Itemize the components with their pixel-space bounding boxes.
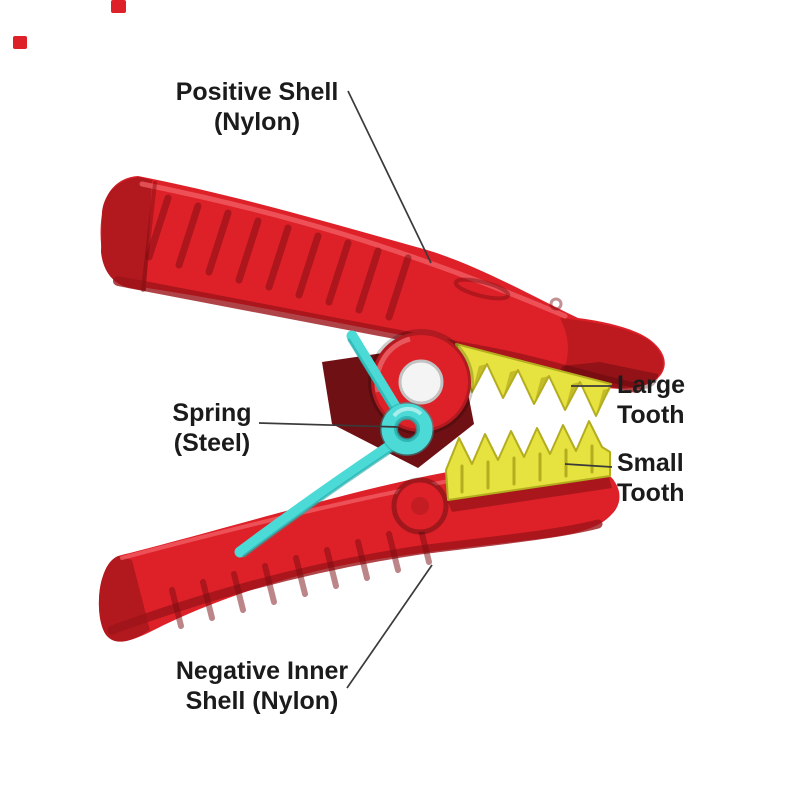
label-small-tooth-line2: Tooth (617, 479, 685, 507)
lower-jaw-boss-ring (391, 477, 449, 535)
negative-inner-shell (98, 461, 620, 642)
lower-jaw-boss-center (411, 497, 429, 515)
label-positive-shell: Positive Shell (Nylon) (115, 77, 399, 137)
leader-positive-shell (347, 90, 432, 264)
spring-coil (381, 403, 433, 455)
leader-small-tooth (564, 463, 613, 468)
leader-negative-shell (346, 564, 433, 689)
jaw-nose-underside (560, 362, 659, 390)
positive-shell (100, 176, 665, 393)
corner-mark-2 (13, 36, 27, 49)
large-tooth-facet (472, 364, 487, 392)
label-spring-line2: (Steel) (173, 429, 251, 457)
small-teeth (445, 420, 611, 501)
large-teeth (455, 343, 612, 417)
lower-jaw-plate-shadow (446, 474, 612, 512)
large-tooth-facet (596, 388, 611, 416)
positive-shell-collar-line (141, 181, 157, 292)
spring-coil-highlight (392, 406, 423, 418)
leader-lines (258, 90, 613, 689)
spring-lower-leg-shade (242, 447, 397, 558)
label-large-tooth-line2: Tooth (617, 401, 685, 429)
label-negative-shell-line1: Negative Inner (175, 657, 349, 685)
large-tooth-facet (534, 376, 549, 404)
label-small-tooth: Small Tooth (617, 448, 777, 508)
lower-jaw-boss (394, 480, 446, 532)
label-negative-shell-line2: Shell (Nylon) (185, 687, 339, 715)
spring-upper-leg (346, 330, 405, 419)
large-tooth-facet (565, 382, 580, 410)
pivot-hole (398, 359, 444, 405)
jaw-dot-mark (549, 297, 563, 311)
label-negative-shell: Negative Inner Shell (Nylon) (120, 656, 404, 716)
label-spring: Spring (Steel) (92, 398, 332, 458)
spring-lower-leg (234, 438, 399, 558)
spring-coil-rim (380, 402, 434, 456)
small-teeth-grooves (460, 444, 594, 494)
label-positive-shell-line2: (Nylon) (213, 108, 301, 136)
label-large-tooth: Large Tooth (617, 370, 777, 430)
spring (234, 330, 434, 558)
negative-shell-lower-edge (107, 519, 603, 635)
spring-upper-leg-shade (347, 338, 398, 418)
corner-mark-1 (111, 0, 126, 13)
label-large-tooth-line1: Large (617, 371, 686, 399)
positive-shell-top-highlight (139, 181, 568, 319)
positive-shell-grip-ribs (145, 194, 412, 321)
large-tooth-facet (503, 370, 518, 398)
jaw-slot-mark (453, 277, 511, 301)
leader-spring (258, 422, 399, 428)
label-small-tooth-line1: Small (617, 449, 684, 477)
label-spring-line1: Spring (172, 399, 252, 427)
positive-shell-body (100, 176, 665, 389)
label-positive-shell-line1: Positive Shell (175, 78, 339, 106)
jaw-nose-shading (560, 318, 664, 388)
negative-shell-grip-ribs (169, 523, 432, 629)
spring-coil-inner (394, 416, 420, 442)
positive-shell-end-cap (101, 177, 152, 291)
